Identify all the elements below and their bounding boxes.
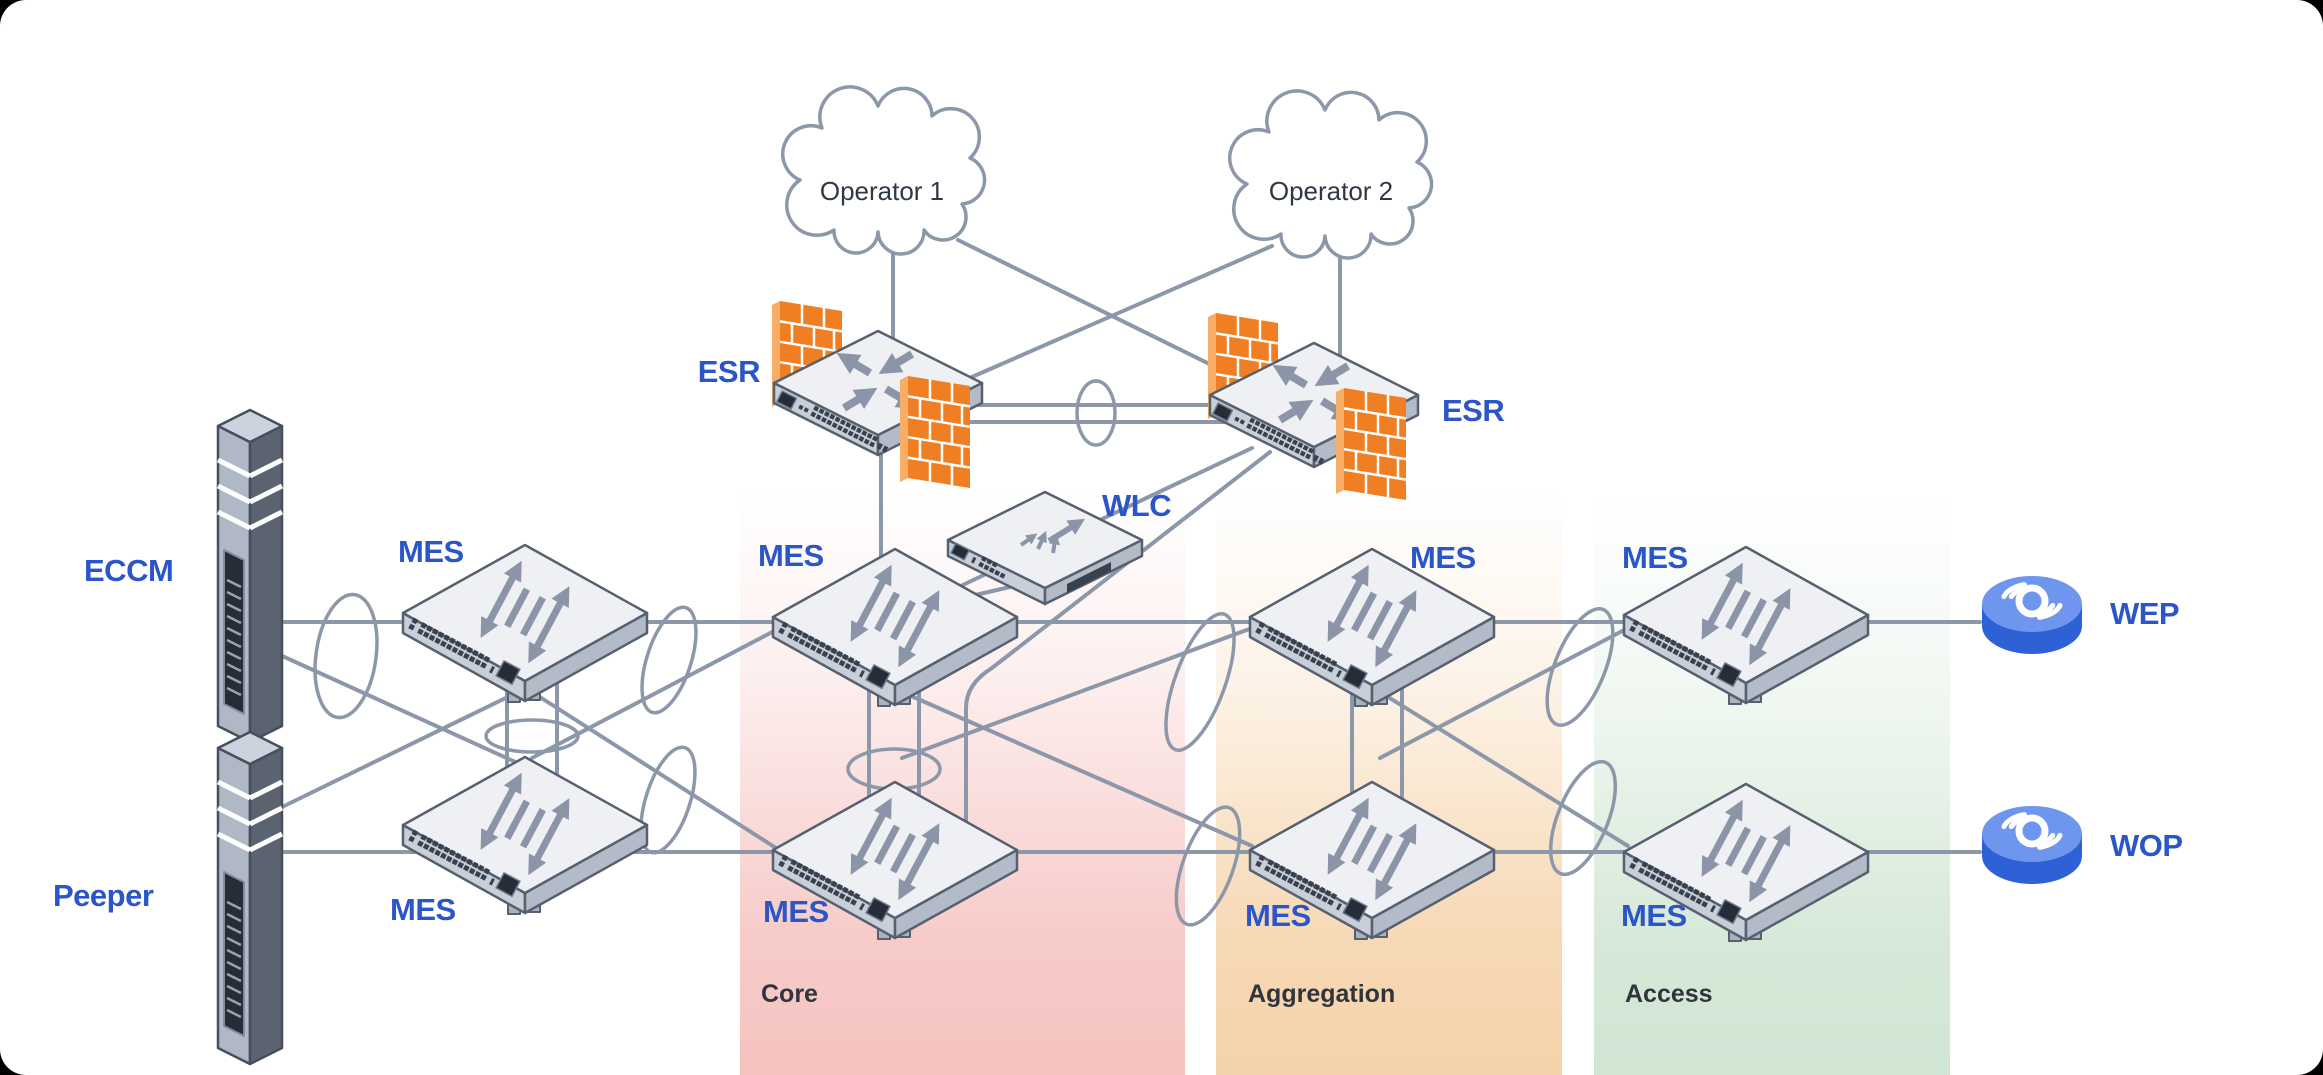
esr-router-left: [772, 301, 982, 488]
mes-dist-bottom-label: MES: [390, 892, 456, 927]
wep-label: WEP: [2110, 596, 2180, 631]
esr-left-label: ESR: [697, 354, 761, 389]
wop-access-point-icon: [1982, 806, 2082, 884]
mes-dist-top-label: MES: [398, 534, 464, 569]
lag-ellipses: [313, 379, 1618, 927]
eccm-server-icon: [218, 410, 282, 742]
zone-aggregation-label: Aggregation: [1248, 980, 1396, 1008]
mes-agg-top-label: MES: [1410, 540, 1476, 575]
wop-label: WOP: [2110, 828, 2183, 863]
zone-access-label: Access: [1625, 980, 1713, 1008]
peeper-server-icon: [218, 732, 282, 1064]
mes-access-bottom-label: MES: [1621, 898, 1687, 933]
cloud-operator-1: [781, 85, 987, 256]
cloud-operator-2-label: Operator 2: [1268, 176, 1394, 206]
mes-core-bottom-label: MES: [763, 894, 829, 929]
esr-right-label: ESR: [1442, 393, 1505, 428]
cloud-operator-2: [1228, 89, 1434, 260]
zone-core-label: Core: [761, 980, 818, 1008]
mes-agg-bottom-label: MES: [1245, 898, 1311, 933]
mes-core-top-label: MES: [758, 538, 824, 573]
mes-switch-dist-bottom: [403, 757, 647, 914]
cloud-operator-1-label: Operator 1: [819, 176, 945, 206]
esr-router-right: [1208, 313, 1418, 500]
mes-access-top-label: MES: [1622, 540, 1688, 575]
peeper-label: Peeper: [53, 878, 154, 913]
wep-access-point-icon: [1982, 576, 2082, 654]
eccm-label: ECCM: [84, 553, 174, 588]
wlc-label: WLC: [1102, 488, 1172, 523]
